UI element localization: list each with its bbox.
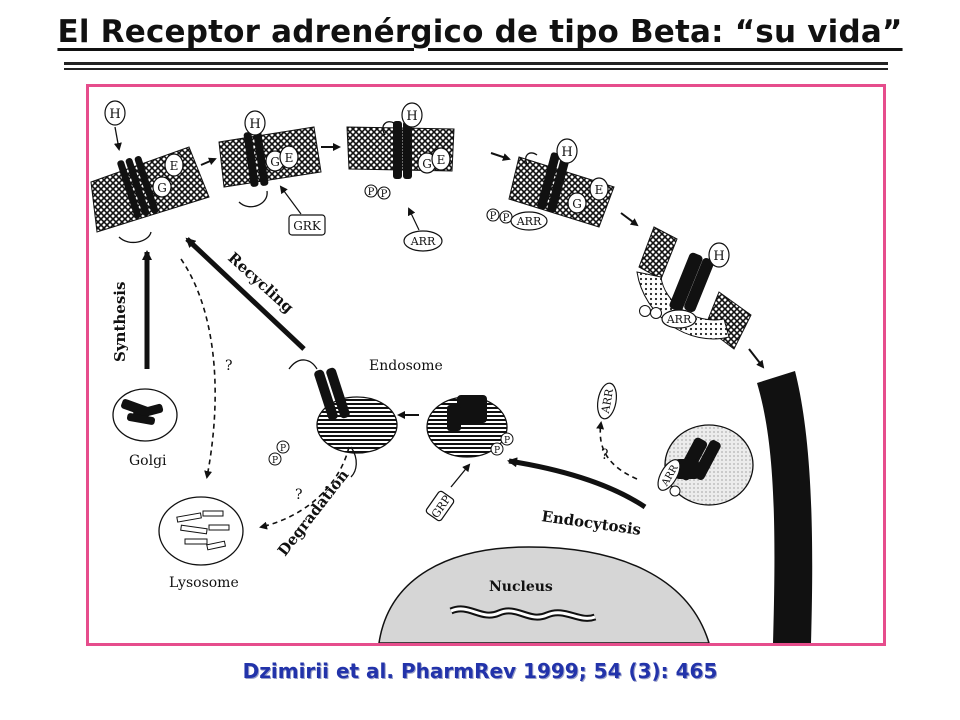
svg-text:E: E xyxy=(437,153,446,167)
svg-text:H: H xyxy=(109,107,120,122)
hormone-3: H xyxy=(401,102,423,128)
degradation-label: Degradation xyxy=(274,466,353,559)
endocytosis-arrow xyxy=(507,457,647,510)
step-arrow-5 xyxy=(748,348,765,369)
svg-text:P: P xyxy=(503,213,510,224)
arrestin-step4: ARR xyxy=(510,211,548,231)
svg-text:P: P xyxy=(368,187,375,198)
page-title: El Receptor adrenérgico de tipo Beta: “s… xyxy=(57,14,903,50)
endosome-right: P P xyxy=(426,395,514,458)
step-arrow-1 xyxy=(200,157,217,166)
degradation-arrow xyxy=(259,446,350,530)
grp-box: GRP xyxy=(425,463,471,522)
recycling-arrow xyxy=(185,237,306,351)
svg-text:H: H xyxy=(406,109,417,124)
effector-2: E xyxy=(279,145,299,169)
arrestin-release-arrow xyxy=(596,421,638,480)
svg-text:H: H xyxy=(561,145,572,160)
phosphates-step3: P P xyxy=(364,184,391,200)
hormone-5: H xyxy=(708,242,730,268)
svg-text:ARR: ARR xyxy=(410,235,436,248)
phosphates-step4: P P xyxy=(486,208,513,224)
dashed-arrow-to-lysosome xyxy=(180,258,216,479)
membrane-right-side xyxy=(757,371,813,643)
membrane-pit-left xyxy=(638,226,678,280)
hormone-4: H xyxy=(556,138,578,164)
effector-4: E xyxy=(589,177,609,201)
svg-text:G: G xyxy=(157,181,167,195)
arrestin-released: ARR xyxy=(597,382,617,420)
effector-1: E xyxy=(164,153,184,177)
svg-text:G: G xyxy=(270,155,280,169)
g-protein-1: G xyxy=(152,176,172,198)
internalized-vesicle: ARR xyxy=(657,424,754,506)
svg-text:P: P xyxy=(280,444,286,454)
svg-text:H: H xyxy=(249,117,260,132)
golgi xyxy=(112,388,178,442)
nucleus-label: Nucleus xyxy=(489,579,553,595)
step-arrow-3 xyxy=(490,152,511,161)
svg-text:ARR: ARR xyxy=(599,387,616,415)
question-mark-3: ? xyxy=(601,447,609,463)
svg-text:ARR: ARR xyxy=(516,215,542,228)
svg-text:G: G xyxy=(572,197,582,211)
question-mark-2: ? xyxy=(295,487,303,503)
svg-text:P: P xyxy=(272,456,278,466)
hormone-2: H xyxy=(244,110,266,136)
svg-text:P: P xyxy=(504,436,510,446)
lysosome-label: Lysosome xyxy=(169,575,239,591)
svg-text:E: E xyxy=(170,159,179,173)
receptor-4 xyxy=(525,152,570,213)
g-protein-4: G xyxy=(567,192,587,214)
nucleus xyxy=(378,546,710,643)
receptor-3 xyxy=(382,121,412,179)
svg-text:E: E xyxy=(595,183,604,197)
grk-box: GRK xyxy=(279,185,326,236)
svg-text:P: P xyxy=(490,211,497,222)
title-rule-thin xyxy=(64,68,888,70)
receptor-5 xyxy=(669,252,714,313)
endosome-left xyxy=(288,359,398,478)
golgi-label: Golgi xyxy=(129,453,167,469)
svg-text:ARR: ARR xyxy=(666,313,692,326)
free-phosphates: P P xyxy=(268,440,290,466)
arrestin-box: ARR xyxy=(403,207,443,252)
svg-text:E: E xyxy=(285,151,294,165)
svg-text:P: P xyxy=(494,446,500,456)
hormone-1: H xyxy=(104,100,126,151)
membrane-segment-4 xyxy=(508,156,615,228)
arrestin-pit: ARR xyxy=(639,305,697,329)
diagram-frame: H H H H H G E G E G E G xyxy=(86,84,886,646)
effector-3: E xyxy=(431,147,451,171)
receptor-life-cycle-diagram: H H H H H G E G E G E G xyxy=(90,100,813,643)
endosome-label: Endosome xyxy=(369,358,443,374)
receptor-2 xyxy=(238,131,269,208)
citation: Dzimirii et al. PharmRev 1999; 54 (3): 4… xyxy=(242,659,718,683)
title-rule-thick xyxy=(64,62,888,65)
receptor-1 xyxy=(117,156,159,244)
step-arrow-4 xyxy=(620,212,639,227)
synthesis-label: Synthesis xyxy=(111,282,129,362)
svg-text:G: G xyxy=(422,157,432,171)
svg-text:P: P xyxy=(381,189,388,200)
question-mark-1: ? xyxy=(225,358,233,374)
svg-text:GRK: GRK xyxy=(293,219,322,233)
svg-text:H: H xyxy=(713,249,724,264)
endocytosis-label: Endocytosis xyxy=(540,507,642,539)
lysosome xyxy=(158,496,244,566)
